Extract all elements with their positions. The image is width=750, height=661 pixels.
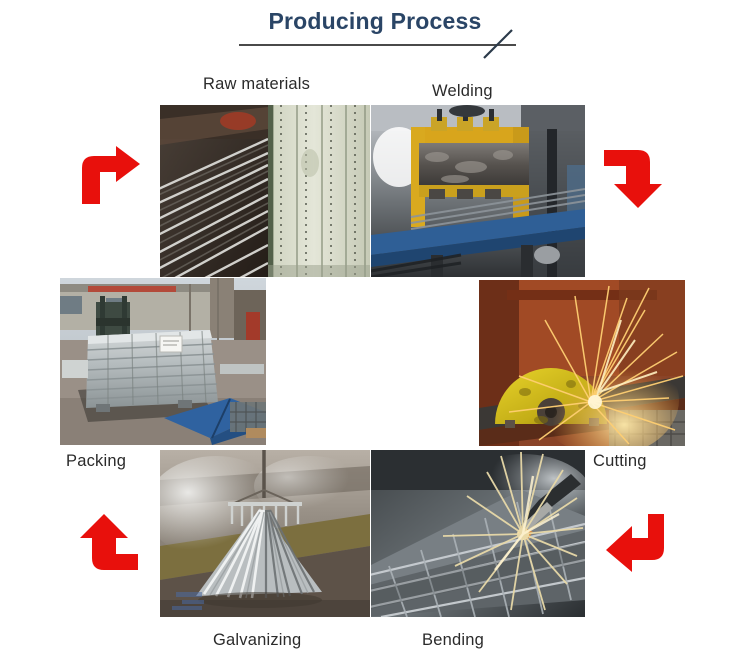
photo-galvanizing: [160, 450, 370, 617]
photo-packing: [60, 278, 266, 445]
photo-bending: [371, 450, 585, 617]
page-title: Producing Process: [268, 8, 482, 34]
arrow-left-up-icon: [76, 512, 138, 574]
stage-label-packing: Packing: [66, 452, 127, 470]
arrow-up-right-icon: [78, 146, 140, 204]
photo-cutting: [479, 280, 685, 446]
stage-label-welding: Welding: [432, 82, 493, 100]
photo-raw-materials: [160, 105, 370, 277]
title-divider-rule: [239, 44, 516, 46]
title-block: Producing Process: [0, 0, 750, 60]
stage-label-cutting: Cutting: [593, 452, 647, 470]
arrow-right-down-icon: [604, 146, 666, 208]
title-slash-decoration: [483, 29, 513, 59]
stage-label-galvanizing: Galvanizing: [213, 631, 302, 649]
photo-welding: [371, 105, 585, 277]
arrow-down-left-icon: [606, 514, 668, 572]
stage-label-bending: Bending: [422, 631, 484, 649]
stage-label-raw-materials: Raw materials: [203, 75, 311, 93]
